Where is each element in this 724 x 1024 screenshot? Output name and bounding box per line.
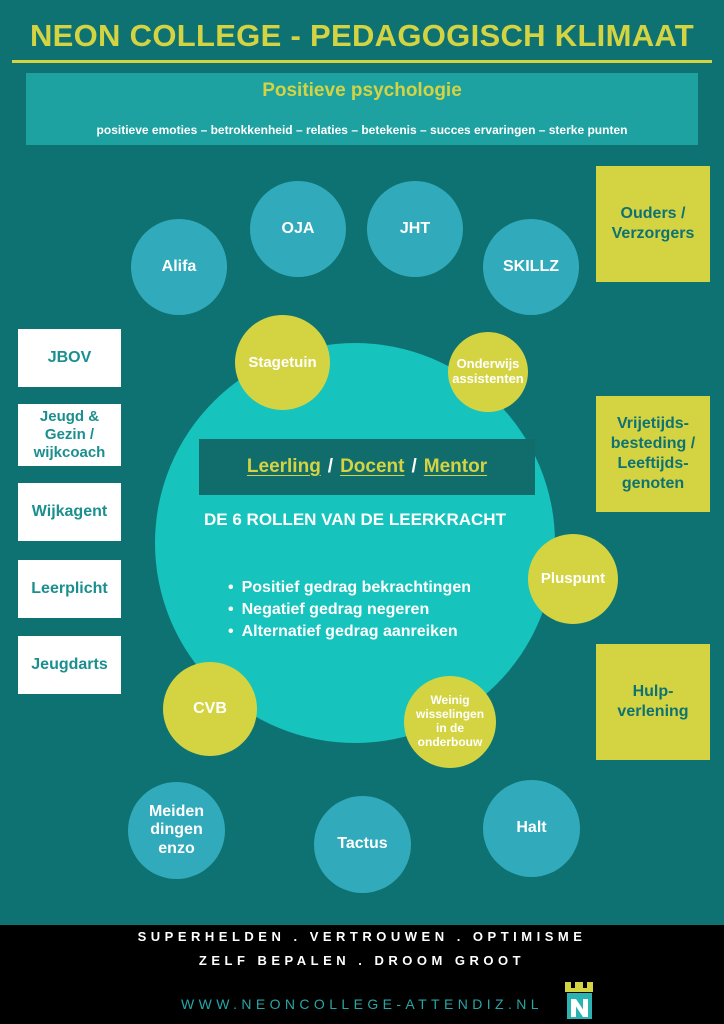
behavior-item: Negatief gedrag negeren [228, 599, 471, 621]
circle-cvb: CVB [163, 662, 257, 756]
slogan-line-2: ZELF BEPALEN . DROOM GROOT [198, 953, 526, 968]
positive-psychology-title: Positieve psychologie [262, 80, 462, 101]
positive-psychology-subtitle: positieve emoties – betrokkenheid – rela… [96, 123, 628, 137]
circle-stagetuin: Stagetuin [235, 315, 330, 410]
box-hulpverlening: Hulp-verlening [596, 644, 710, 760]
role-separator: / [327, 456, 334, 477]
website-link[interactable]: WWW.NEONCOLLEGE-ATTENDIZ.NL [181, 996, 543, 1012]
circle-skillz: SKILLZ [483, 219, 579, 315]
box-wijkagent: Wijkagent [18, 483, 121, 541]
box-jbov: JBOV [18, 329, 121, 387]
circle-jht: JHT [367, 181, 463, 277]
box-ouders-verzorgers: Ouders / Verzorgers [596, 166, 710, 282]
circle-alifa: Alifa [131, 219, 227, 315]
circle-meiden-dingen-enzo: Meiden dingen enzo [128, 782, 225, 879]
page-title: NEON COLLEGE - PEDAGOGISCH KLIMAAT [29, 18, 695, 53]
circle-pluspunt: Pluspunt [528, 534, 618, 624]
roles-box: Leerling / Docent / Mentor [199, 439, 535, 495]
title-underline [12, 60, 712, 63]
behavior-item: Alternatief gedrag aanreiken [228, 621, 471, 643]
circle-oja: OJA [250, 181, 346, 277]
role-docent: Docent [340, 456, 405, 477]
behavior-item: Positief gedrag bekrachtingen [228, 577, 471, 599]
role-leerling: Leerling [246, 456, 321, 477]
slogan-line-1: SUPERHELDEN . VERTROUWEN . OPTIMISME [137, 929, 587, 944]
behavior-list: Positief gedrag bekrachtingen Negatief g… [228, 577, 471, 643]
role-separator: / [411, 456, 417, 477]
box-jeugd-gezin: Jeugd & Gezin / wijkcoach [18, 404, 121, 466]
positive-psychology-banner: Positieve psychologie positieve emoties … [26, 73, 698, 145]
box-vrijetijdsbesteding: Vrijetijds-besteding / Leeftijds-genoten [596, 396, 710, 512]
box-leerplicht: Leerplicht [18, 560, 121, 618]
roles-title: DE 6 ROLLEN VAN DE LEERKRACHT [204, 510, 506, 529]
box-jeugdarts: Jeugdarts [18, 636, 121, 694]
circle-halt: Halt [483, 780, 580, 877]
role-mentor: Mentor [423, 456, 488, 477]
footer: SUPERHELDEN . VERTROUWEN . OPTIMISME ZEL… [0, 925, 724, 1024]
school-logo-icon [565, 982, 593, 1019]
circle-weinig-wisselingen: Weinig wisselingen in de onderbouw [404, 676, 496, 768]
circle-tactus: Tactus [314, 796, 411, 893]
circle-onderwijs-assistenten: Onderwijs assistenten [448, 332, 528, 412]
